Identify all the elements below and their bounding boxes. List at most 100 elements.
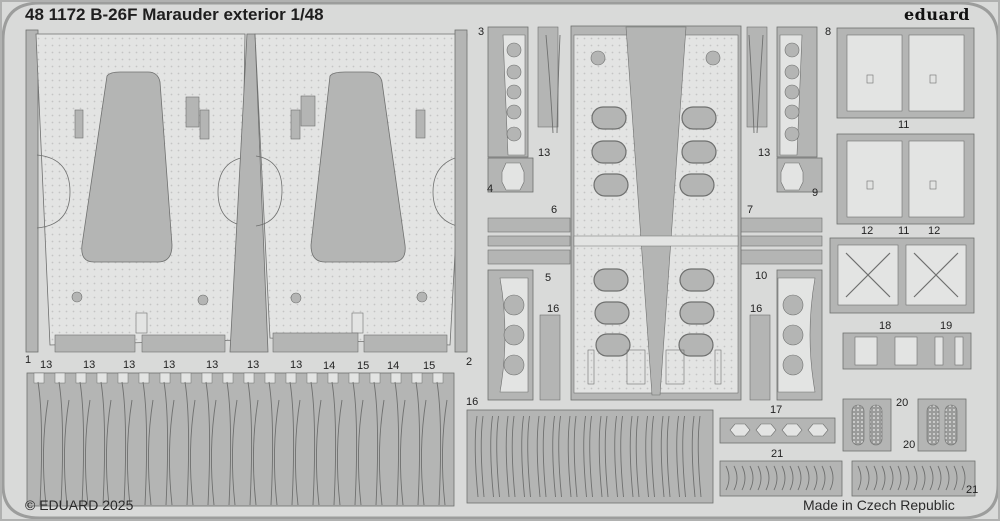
oval-opening	[593, 268, 629, 292]
strip-wire	[505, 415, 516, 498]
part-label-21a: 21	[771, 448, 784, 460]
part-label-21b: 21	[966, 484, 979, 496]
comb-tooth	[961, 465, 966, 491]
part-16-strip-fret	[466, 409, 714, 504]
clip	[755, 423, 777, 437]
part-21-combs	[719, 460, 976, 497]
strip-wire	[289, 381, 301, 506]
part-label-20b: 20	[903, 439, 916, 451]
comb-tooth	[921, 465, 926, 491]
part-12-plates	[829, 237, 975, 314]
part-label-13f: 13	[247, 359, 260, 371]
comb-tooth	[813, 465, 818, 491]
strip-wire	[79, 381, 91, 506]
part-17-clip-shapes	[729, 423, 829, 437]
part-3-frame	[487, 26, 529, 158]
strip-slot	[222, 372, 234, 384]
oval-opening	[681, 106, 717, 130]
door-slot	[866, 74, 874, 84]
strip-slot	[369, 372, 381, 384]
strip-slot	[285, 372, 297, 384]
lightening-hole	[782, 354, 804, 376]
oval-opening	[679, 173, 715, 197]
lightening-hole	[506, 84, 522, 100]
part-5-holes	[503, 294, 525, 376]
parts-18-19-brackets	[842, 332, 972, 370]
parts-13-14-15-strip-fret	[26, 372, 455, 507]
oval-opening	[679, 268, 715, 292]
part-label-14b: 14	[387, 360, 400, 372]
strip-wire	[247, 381, 259, 506]
strip-slot	[306, 372, 318, 384]
strip-wire	[645, 415, 655, 498]
comb-tooth	[937, 465, 942, 491]
lightening-hole	[784, 104, 800, 120]
part-label-16a: 16	[547, 303, 560, 315]
part-label-13e: 13	[206, 359, 219, 371]
comb-tooth	[765, 465, 770, 491]
strip-parts-16	[474, 415, 702, 498]
part-label-2: 2	[466, 356, 473, 368]
strip-wire	[394, 381, 406, 506]
part-label-15b: 15	[423, 360, 436, 372]
part-label-16b: 16	[750, 303, 763, 315]
part-17-clips	[719, 417, 836, 444]
strip-wire	[205, 381, 217, 506]
part-label-11a: 11	[898, 119, 910, 131]
lightening-hole	[506, 42, 522, 58]
strip-wire	[436, 381, 448, 506]
strip-wire	[352, 381, 364, 506]
strip-slot	[33, 372, 45, 384]
comb-tooth	[773, 465, 778, 491]
strip-wire	[583, 415, 593, 498]
comb-tooth	[821, 465, 826, 491]
oval-opening	[678, 333, 714, 357]
part-label-4: 4	[487, 183, 494, 195]
strip-wire	[331, 381, 343, 506]
comb-tooth	[873, 465, 878, 491]
lightening-hole	[506, 104, 522, 120]
part-8-frame	[776, 26, 818, 158]
part-label-13c: 13	[123, 359, 136, 371]
strip-wire	[415, 381, 427, 506]
comb-tooth	[945, 465, 950, 491]
plate-cross	[913, 252, 959, 298]
part-label-20a: 20	[896, 397, 909, 409]
strip-wire	[598, 415, 609, 498]
part-label-13g: 13	[290, 359, 303, 371]
lightening-hole	[784, 42, 800, 58]
strip-wire	[474, 415, 485, 498]
part-label-5: 5	[545, 272, 552, 284]
comb-tooth	[797, 465, 802, 491]
comb-tooth	[865, 465, 870, 491]
strip-slot	[390, 372, 402, 384]
strip-wire	[629, 415, 640, 498]
part-label-12b: 12	[928, 225, 941, 237]
part-4-hinge	[487, 157, 534, 193]
strip-slot	[75, 372, 87, 384]
strip-slot	[138, 372, 150, 384]
part-label-8: 8	[825, 26, 832, 38]
lightening-hole	[506, 126, 522, 142]
part-label-13a: 13	[40, 359, 53, 371]
strip-slot	[180, 372, 192, 384]
parts-6-7-hinge-arms	[487, 217, 823, 265]
lightening-hole	[782, 324, 804, 346]
door-panel	[908, 34, 965, 112]
comb-tooth	[749, 465, 754, 491]
clip	[729, 423, 751, 437]
lightening-hole	[784, 84, 800, 100]
strip-wire	[37, 381, 49, 506]
lightening-hole	[506, 64, 522, 80]
oval-opening	[591, 140, 627, 164]
part-label-10: 10	[755, 270, 768, 282]
clip	[807, 423, 829, 437]
strip-slot	[243, 372, 255, 384]
strip-slot	[348, 372, 360, 384]
lightening-hole	[503, 354, 525, 376]
strip-wire	[614, 415, 624, 498]
strip-slot	[264, 372, 276, 384]
comb-tooth	[805, 465, 810, 491]
strip-slot	[96, 372, 108, 384]
part-label-13i: 13	[758, 147, 771, 159]
